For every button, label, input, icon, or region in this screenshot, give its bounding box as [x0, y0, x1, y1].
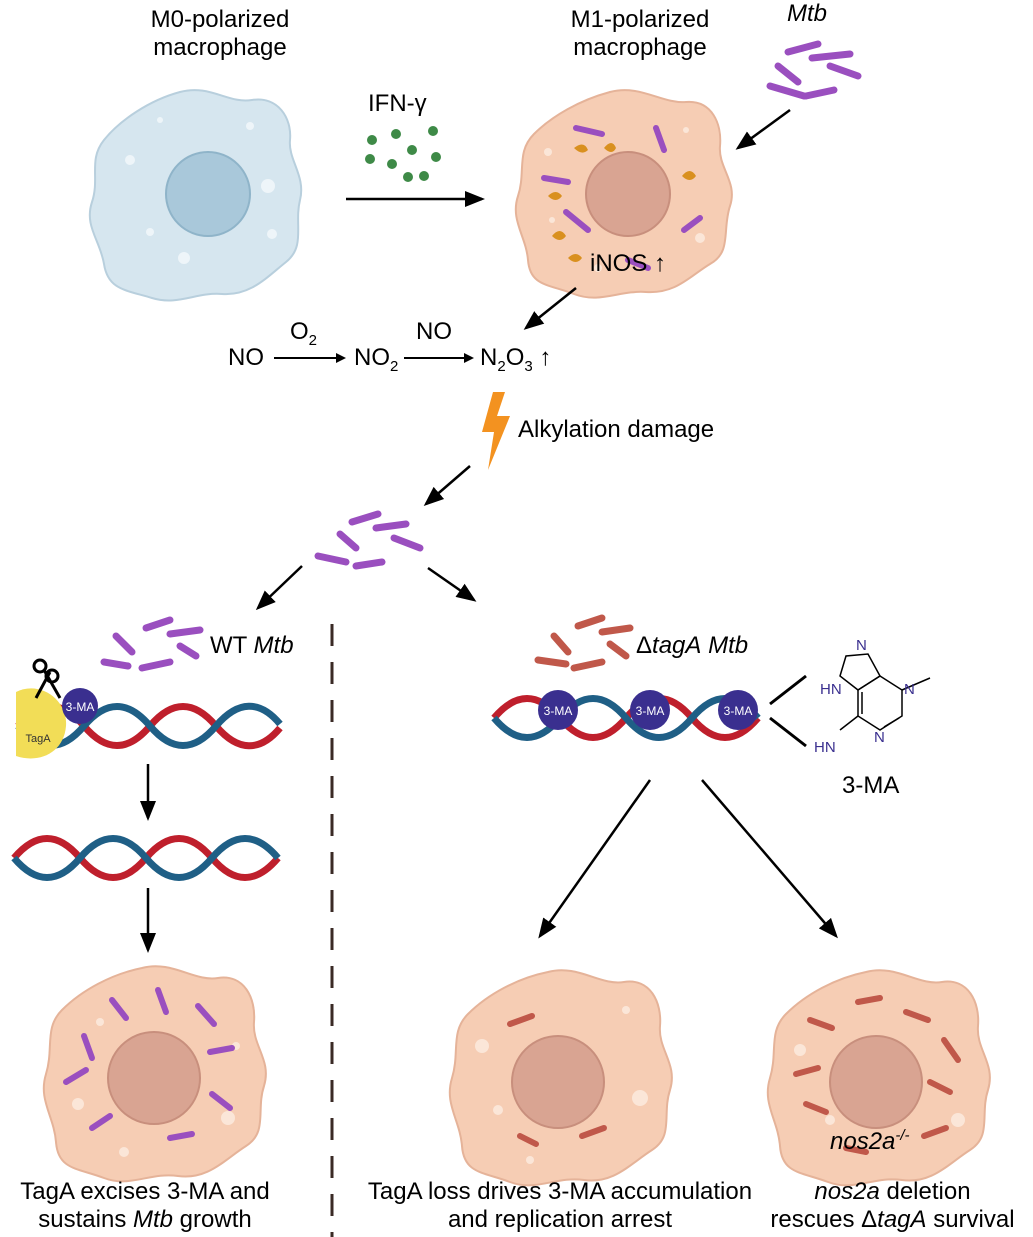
caption-wt-suffix: growth: [173, 1206, 252, 1233]
structure-bracket-top: [769, 674, 807, 706]
n2o3-o: O: [505, 344, 525, 371]
structure-bracket-bottom: [769, 716, 807, 748]
inos-up-arrow: ↑: [654, 250, 667, 277]
no2-no: NO: [354, 344, 390, 371]
caption-wt-mtb: Mtb: [133, 1206, 174, 1233]
mutant-lesion-2: [630, 690, 670, 730]
caption-rescue-line1: nos2a deletion: [752, 1178, 1033, 1206]
n2o3-sub1: 2: [497, 357, 506, 375]
taga-label: TagA: [25, 733, 51, 745]
caption-rescue-suffix: survival: [926, 1206, 1015, 1233]
atom-hn-top: HN: [820, 681, 842, 698]
caption-wt-line2: sustains Mtb growth: [0, 1206, 290, 1234]
m0-title-line2: macrophage: [153, 34, 287, 61]
caption-rescue-rest: deletion: [879, 1178, 971, 1205]
macrophage-nos2a-rescue: [766, 969, 991, 1187]
atom-hn-bottom: HN: [814, 739, 836, 756]
caption-mutant-line1: TagA loss drives 3-MA accumulation: [367, 1178, 753, 1205]
mtb-infection-arrow: [735, 108, 791, 150]
ifn-gamma-molecules: [365, 126, 441, 182]
mutant-lesion-label-1: 3-MA: [544, 704, 573, 718]
caption-mutant-line2: and replication arrest: [447, 1206, 673, 1233]
atom-n-bottom: N: [874, 729, 885, 746]
taga-gene: tagA: [652, 632, 702, 659]
m1-title-line1: M1-polarized: [570, 6, 710, 33]
n2o3-up-arrow: ↑: [539, 344, 552, 371]
mutant-mtb: Mtb: [708, 632, 749, 659]
mtb-wt-cluster: [100, 616, 204, 672]
arrest-arrow: [538, 779, 652, 939]
wt-mtb: Mtb: [253, 632, 294, 659]
to-wt-arrow: [255, 565, 303, 611]
macrophage-mutant-arrest: [448, 969, 673, 1187]
atom-n-top: N: [856, 637, 867, 654]
n2o3-sub2: 3: [524, 357, 533, 375]
m0-macrophage: [88, 89, 303, 302]
n2o3-n: N: [480, 344, 498, 371]
caption-wt-line1: TagA excises 3-MA and: [20, 1178, 270, 1205]
caption-rescue-taga: tagA: [877, 1206, 927, 1233]
wt-lesion-label: 3-MA: [66, 700, 95, 714]
caption-wt: TagA excises 3-MA and sustains Mtb growt…: [0, 1178, 290, 1234]
nos2a-label: nos2a-/-: [830, 1128, 910, 1156]
m1-title: M1-polarized macrophage: [540, 6, 740, 62]
mtb-top-label: Mtb: [787, 0, 828, 27]
m1-title-line2: macrophage: [573, 34, 707, 61]
mtb-damaged-cluster: [314, 510, 424, 570]
nos2a-sup: -/-: [895, 1127, 910, 1144]
mutant-lesion-label-3: 3-MA: [724, 704, 753, 718]
caption-wt-prefix: sustains: [38, 1206, 133, 1233]
taga-enzyme: [16, 688, 67, 759]
delta-symbol: Δ: [636, 632, 653, 659]
reaction-no-mid: NO: [416, 318, 452, 345]
mtb-mutant-cluster: [534, 614, 634, 672]
reaction-n2o3: N2O3 ↑: [480, 344, 552, 375]
dna-wt-repaired: [11, 835, 281, 881]
damage-arrow: [423, 465, 471, 506]
caption-rescue-nos2a: nos2a: [814, 1178, 880, 1205]
caption-rescue: nos2a deletion rescues ΔtagA survival: [752, 1178, 1033, 1234]
delta-taga-label: ΔtagA Mtb: [636, 632, 748, 660]
nos2a-text: nos2a: [830, 1128, 896, 1155]
alkylation-label: Alkylation damage: [518, 416, 715, 443]
reaction-no2: NO2: [354, 344, 399, 375]
caption-rescue-prefix: rescues Δ: [770, 1206, 878, 1233]
scissors-icon: [32, 658, 62, 699]
no2-sub: 2: [390, 357, 399, 375]
atom-n-right: N: [904, 681, 915, 698]
caption-mutant: TagA loss drives 3-MA accumulation and r…: [340, 1178, 780, 1234]
lightning-icon: [482, 392, 510, 470]
caption-rescue-line2: rescues ΔtagA survival: [752, 1206, 1033, 1234]
ifn-label: IFN-γ: [368, 90, 427, 117]
mutant-lesion-3: [718, 690, 758, 730]
wt-mtb-label: WT Mtb: [210, 632, 294, 660]
to-mutant-arrow: [427, 566, 477, 602]
mutant-lesion-1: [538, 690, 578, 730]
3ma-structure: [839, 653, 931, 731]
mutant-lesion-label-2: 3-MA: [636, 704, 665, 718]
reaction-o2: O2: [290, 318, 318, 349]
m1-macrophage: [514, 89, 733, 299]
inos-to-n2o3-arrow: [523, 287, 577, 330]
mtb-top-cluster: [766, 40, 862, 100]
m0-title: M0-polarized macrophage: [120, 6, 320, 62]
o2-o: O: [290, 318, 309, 345]
dna-mutant-damaged: [491, 695, 761, 741]
rescue-arrow: [701, 779, 838, 939]
inos-text: iNOS: [590, 250, 648, 277]
3ma-structure-label: 3-MA: [842, 772, 900, 799]
wt-lesion-3ma: [62, 688, 98, 724]
macrophage-wt-growth: [42, 965, 267, 1183]
o2-sub: 2: [308, 331, 318, 349]
wt-prefix: WT: [210, 632, 254, 659]
inos-label: iNOS ↑: [590, 250, 666, 278]
reaction-no: NO: [228, 344, 264, 371]
m0-title-line1: M0-polarized: [150, 6, 290, 33]
